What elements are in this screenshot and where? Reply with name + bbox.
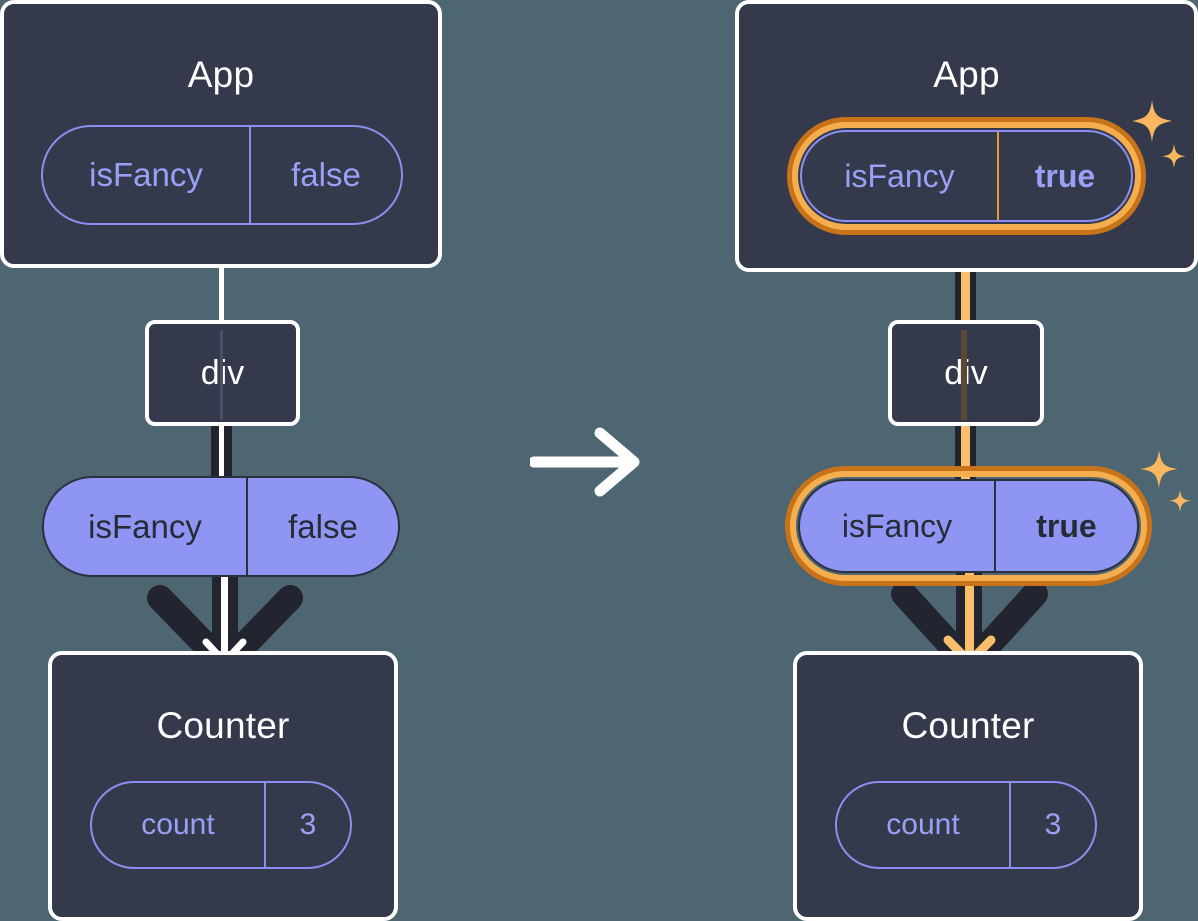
left-counter-title: Counter <box>156 705 290 746</box>
left-counter-state-value: 3 <box>299 808 317 841</box>
right-connector-div-to-props-core <box>961 424 970 482</box>
left-app-state-pill: isFancy false <box>41 125 403 225</box>
left-app-title: App <box>187 54 255 95</box>
right-props-key: isFancy <box>800 481 996 571</box>
left-props-key: isFancy <box>44 478 248 575</box>
right-connector-app-to-div-core <box>961 225 970 325</box>
right-app-state-highlight-ring <box>787 117 1146 235</box>
left-props-pill: isFancy false <box>42 476 400 577</box>
right-app-state-key: isFancy <box>802 132 999 220</box>
right-counter-state-key: count <box>837 783 1011 867</box>
right-app-title: App <box>933 54 1000 95</box>
right-connector-through-div <box>961 330 967 420</box>
left-app-state-value: false <box>291 156 361 193</box>
right-app-state-value: true <box>1034 157 1096 194</box>
right-props-highlight-ring <box>785 466 1152 586</box>
left-counter-state-pill: count 3 <box>90 781 352 869</box>
left-counter-state-key: count <box>92 783 266 867</box>
right-props-sparkles-icon <box>1140 450 1191 512</box>
right-counter-state-value: 3 <box>1044 808 1062 841</box>
transition-arrow-icon <box>530 427 640 497</box>
left-connector-div-to-props-core <box>219 424 224 482</box>
left-connector-app-to-div <box>219 262 224 324</box>
right-app-sparkles-icon <box>1132 100 1186 168</box>
right-props-pill: isFancy true <box>798 479 1139 573</box>
right-counter-title: Counter <box>901 705 1035 746</box>
left-app-state-key: isFancy <box>43 127 251 223</box>
left-connector-through-div <box>220 330 223 420</box>
right-app-state-pill: isFancy true <box>800 130 1133 222</box>
right-props-value: true <box>1036 507 1097 544</box>
left-props-value: false <box>288 507 358 545</box>
right-counter-state-pill: count 3 <box>835 781 1097 869</box>
